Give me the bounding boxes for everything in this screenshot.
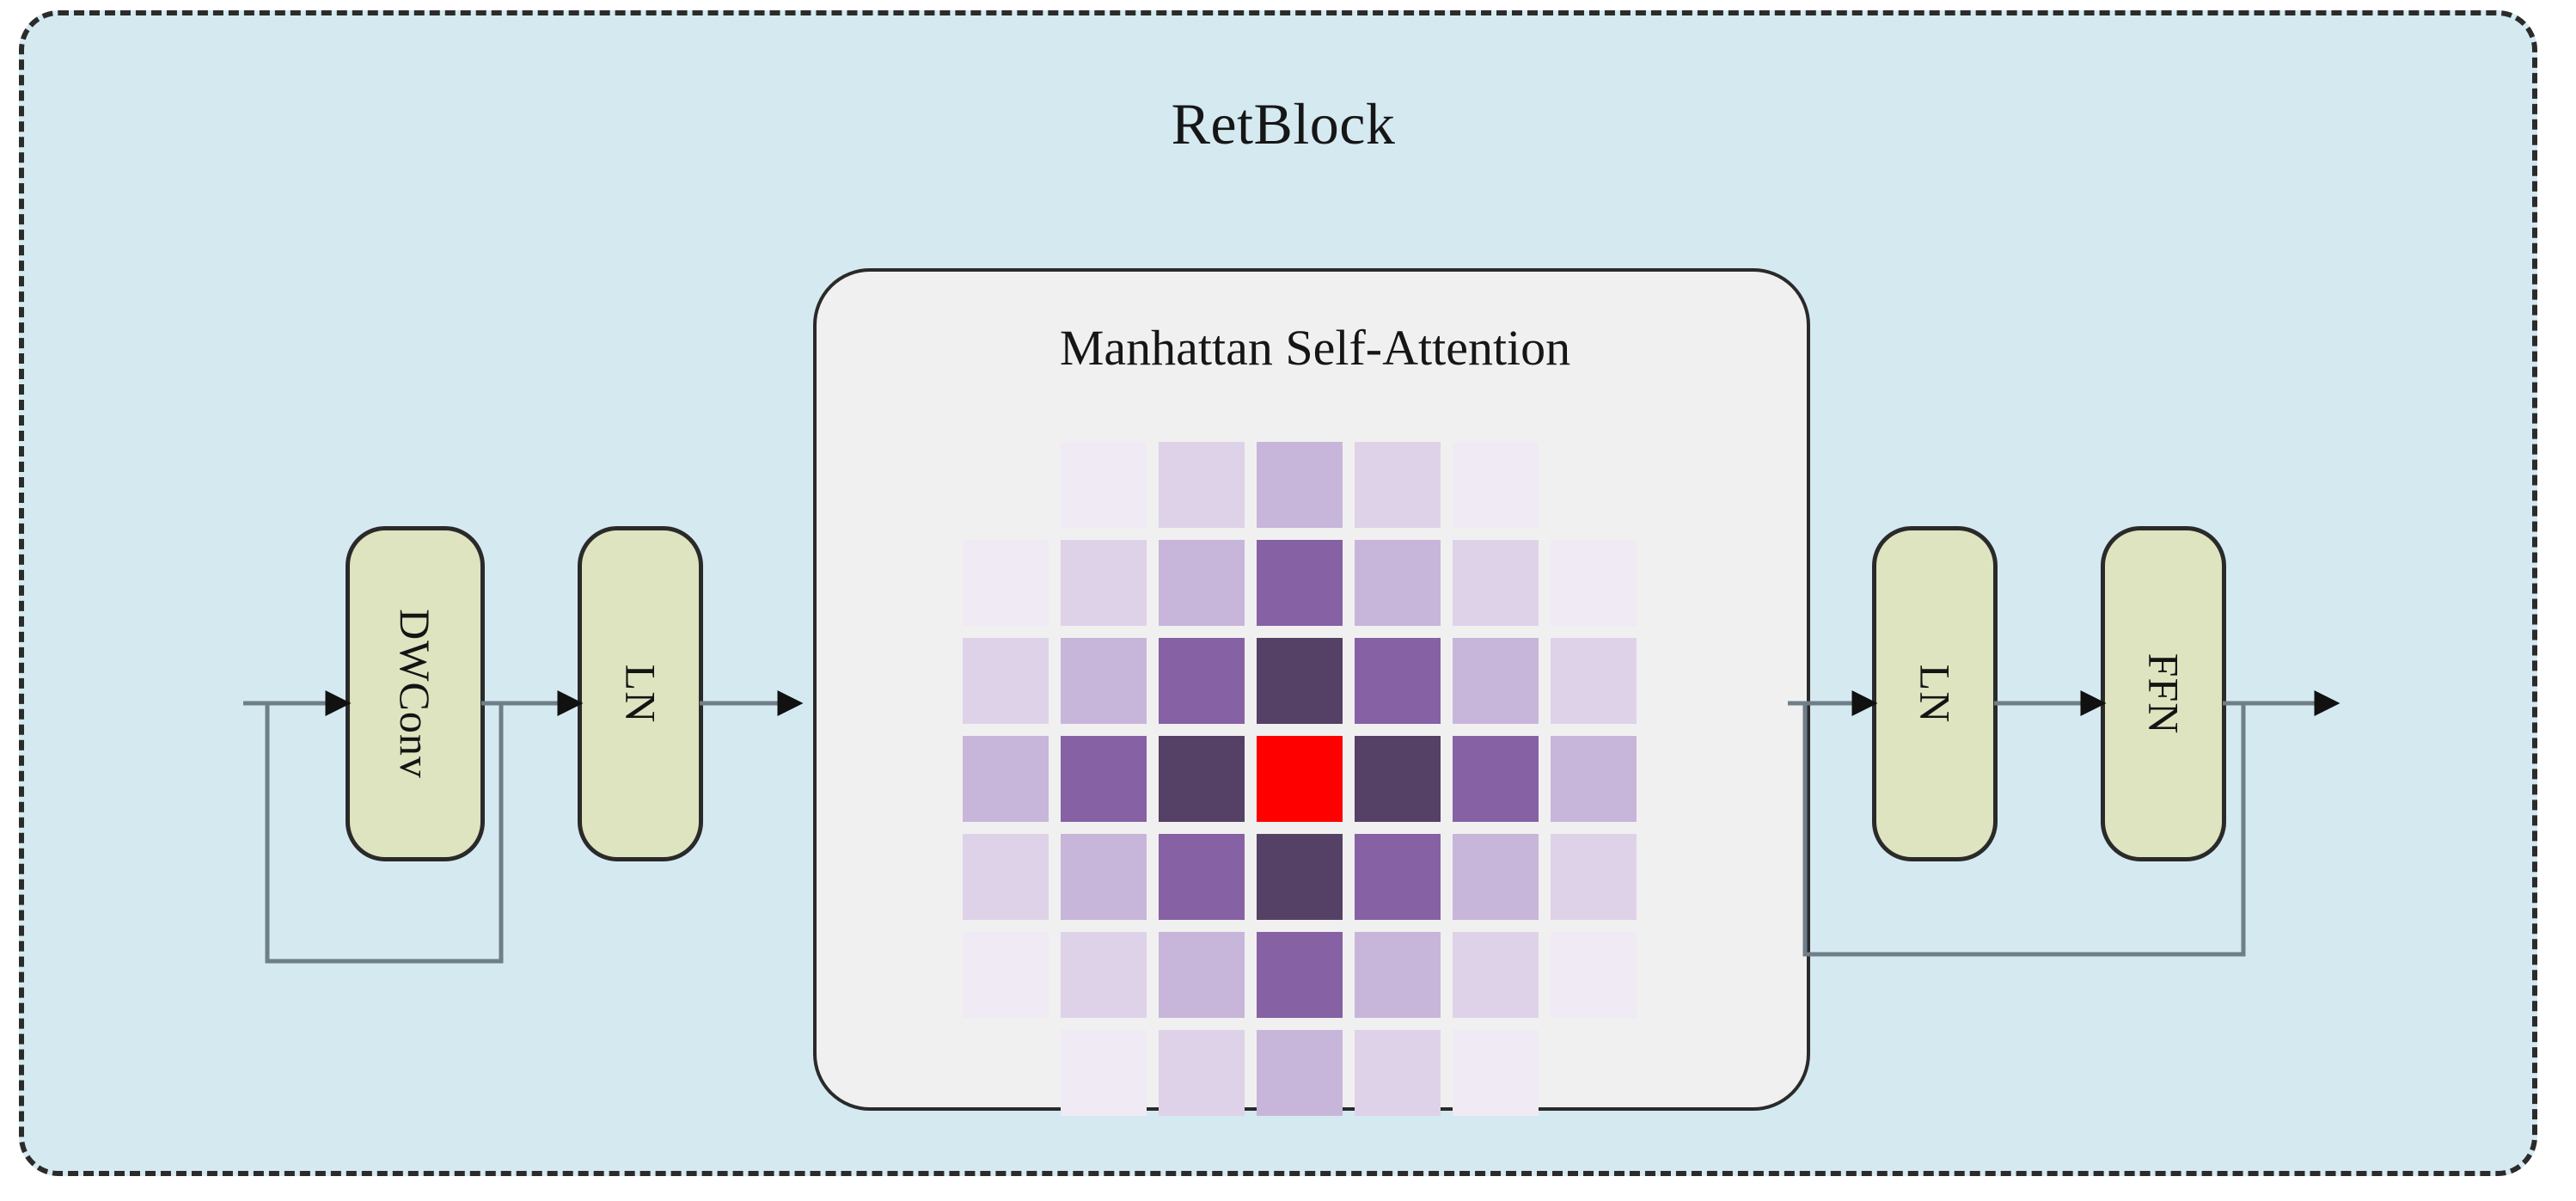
attention-cell — [1061, 540, 1147, 626]
module-ffn[interactable]: FFN — [2101, 526, 2226, 861]
attention-cell — [1551, 540, 1637, 626]
attention-cell — [963, 442, 1049, 528]
attention-cell — [1061, 932, 1147, 1018]
attention-cell — [1159, 736, 1245, 822]
attention-cell — [1453, 442, 1539, 528]
attention-cell — [1551, 442, 1637, 528]
attention-cell — [1159, 1030, 1245, 1116]
attention-cell — [963, 932, 1049, 1018]
attention-cell — [963, 1030, 1049, 1116]
attention-cell — [1257, 638, 1343, 724]
masa-title: Manhattan Self-Attention — [1059, 320, 1571, 376]
attention-cell — [1453, 1030, 1539, 1116]
attention-cell — [1257, 540, 1343, 626]
module-label-ln2: LN — [1911, 664, 1959, 724]
module-label-ln1: LN — [616, 664, 664, 724]
attention-cell — [1061, 736, 1147, 822]
attention-cell — [1355, 1030, 1441, 1116]
module-label-dwconv: DWConv — [391, 609, 439, 779]
retblock-container: RetBlock Manhattan Self-Attention DWConv… — [19, 10, 2537, 1176]
attention-cell — [1257, 932, 1343, 1018]
attention-cell-center — [1257, 736, 1343, 822]
attention-cell — [963, 736, 1049, 822]
attention-cell — [1061, 442, 1147, 528]
module-label-ffn: FFN — [2139, 653, 2187, 735]
attention-cell — [1355, 540, 1441, 626]
attention-cell — [1257, 1030, 1343, 1116]
attention-cell — [1355, 442, 1441, 528]
attention-cell — [963, 834, 1049, 920]
attention-cell — [1551, 834, 1637, 920]
attention-cell — [1061, 638, 1147, 724]
attention-cell — [963, 540, 1049, 626]
attention-cell — [1551, 1030, 1637, 1116]
module-ln1[interactable]: LN — [578, 526, 703, 861]
attention-cell — [1453, 834, 1539, 920]
attention-cell — [1355, 638, 1441, 724]
attention-cell — [1551, 736, 1637, 822]
module-dwconv[interactable]: DWConv — [346, 526, 485, 861]
attention-cell — [1159, 638, 1245, 724]
attention-cell — [963, 638, 1049, 724]
attention-cell — [1159, 442, 1245, 528]
attention-cell — [1159, 540, 1245, 626]
attention-cell — [1355, 932, 1441, 1018]
attention-cell — [1551, 638, 1637, 724]
attention-cell — [1159, 932, 1245, 1018]
attention-cell — [1453, 932, 1539, 1018]
manhattan-self-attention-panel: Manhattan Self-Attention — [813, 268, 1810, 1116]
attention-cell — [1355, 736, 1441, 822]
attention-cell — [1061, 1030, 1147, 1116]
attention-cell — [1453, 736, 1539, 822]
module-ln2[interactable]: LN — [1872, 526, 1998, 861]
attention-cell — [1257, 834, 1343, 920]
attention-cell — [1551, 932, 1637, 1018]
attention-cell — [1257, 442, 1343, 528]
attention-cell — [1355, 834, 1441, 920]
attention-heatmap-grid — [963, 442, 1642, 1121]
attention-cell — [1061, 834, 1147, 920]
attention-cell — [1453, 540, 1539, 626]
page-title: RetBlock — [1171, 91, 1396, 156]
attention-cell — [1453, 638, 1539, 724]
attention-cell — [1159, 834, 1245, 920]
